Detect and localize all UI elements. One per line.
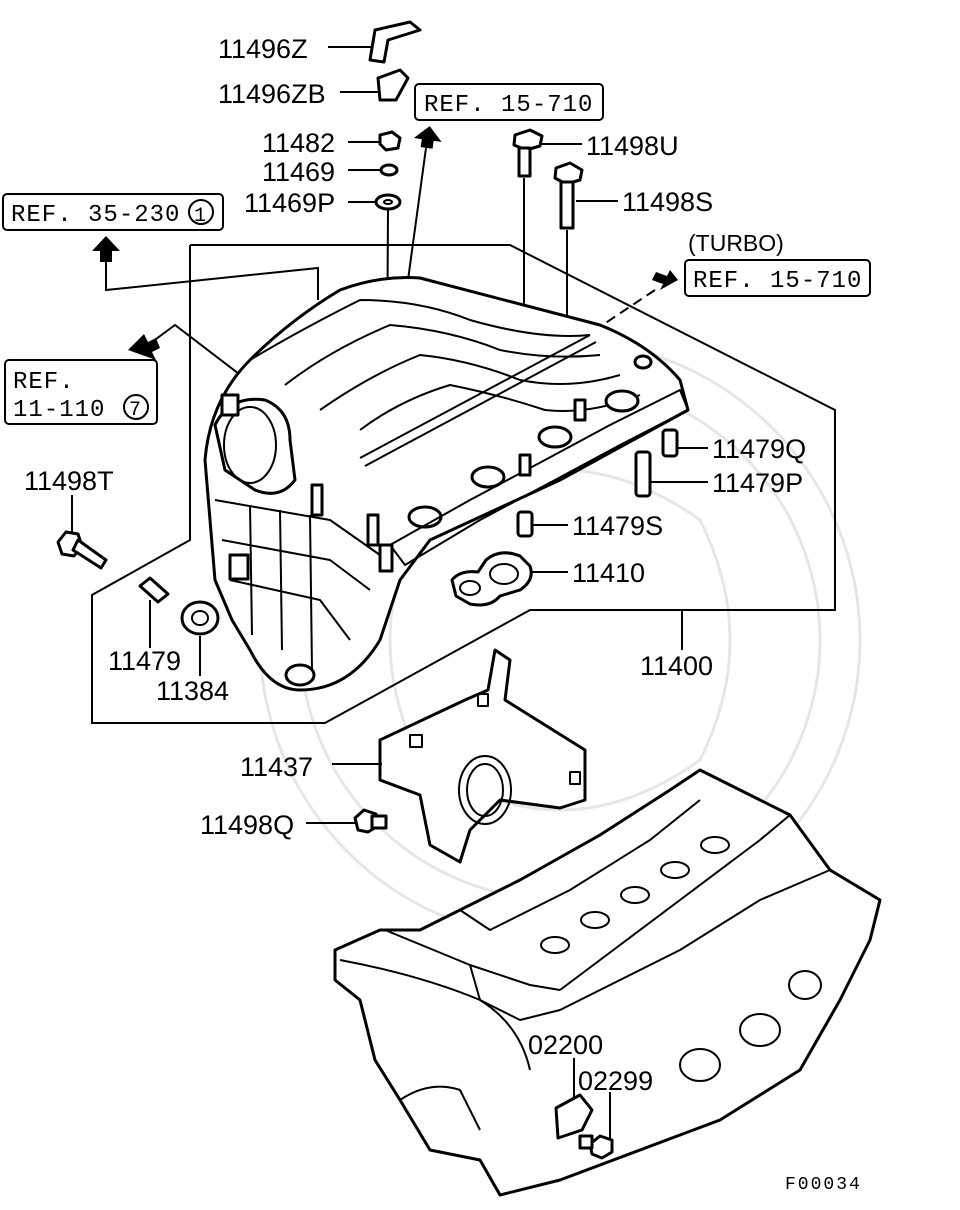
ref-15-710-top: REF. 15-710 [404, 83, 604, 303]
washer-11469p [348, 193, 402, 211]
ref-11-110-circle: 7 [129, 399, 142, 422]
dowel-11479p [634, 450, 708, 498]
label-11496z: 11496Z [218, 34, 308, 64]
bracket-11496zb [340, 68, 410, 102]
nut-11482 [348, 130, 402, 152]
washer-11469 [348, 163, 399, 177]
ref-11-110-line1: REF. [13, 369, 75, 396]
pin-11479 [138, 576, 170, 648]
label-02299: 02299 [578, 1066, 653, 1096]
ref-11-110: REF. 11-110 7 [4, 323, 261, 425]
ref-35-230-circle: 1 [194, 205, 207, 228]
label-11400: 11400 [640, 651, 713, 681]
gasket-11410 [450, 551, 568, 607]
label-11410: 11410 [572, 558, 645, 588]
label-11496zb: 11496ZB [218, 79, 326, 109]
ref-11-110-line2: 11-110 [13, 397, 105, 424]
label-11469p: 11469P [244, 188, 335, 218]
bracket-11496z [328, 20, 422, 64]
label-11479s: 11479S [572, 511, 663, 541]
label-02200: 02200 [528, 1030, 603, 1060]
dowel-11479s [516, 510, 568, 538]
label-11437: 11437 [240, 752, 313, 782]
label-11498u: 11498U [586, 131, 679, 161]
cover-plate-02200 [554, 1058, 594, 1140]
label-11479q: 11479Q [712, 434, 806, 464]
label-11469: 11469 [262, 157, 335, 187]
bracket-11437 [332, 648, 587, 864]
bolt-11498t [56, 495, 108, 570]
cylinder-head [333, 768, 882, 1197]
label-11498t: 11498T [24, 466, 114, 496]
label-11482: 11482 [262, 128, 335, 158]
ref-35-230: REF. 35-230 1 [2, 193, 319, 300]
part-labels: 11496Z 11496ZB 11482 11469 11469P 11498U… [24, 34, 806, 1096]
label-11498s: 11498S [622, 187, 713, 217]
ref-15-710-turbo: (TURBO) REF. 15-710 [579, 230, 871, 341]
bolt-11498q [306, 808, 388, 834]
grommet-11384 [180, 600, 220, 676]
assembly-outline [91, 244, 836, 724]
turbo-note: (TURBO) [688, 230, 784, 256]
diagram-code: F00034 [785, 1175, 862, 1195]
ref-15-710-top-text: REF. 15-710 [424, 92, 593, 119]
label-11479p: 11479P [712, 468, 803, 498]
bolt-02299 [578, 1092, 614, 1160]
ref-35-230-text: REF. 35-230 [11, 202, 180, 229]
dowel-11479q [661, 428, 708, 458]
label-11384: 11384 [156, 676, 229, 706]
label-11498q: 11498Q [200, 810, 294, 840]
intake-manifold [203, 276, 690, 692]
label-11479: 11479 [108, 646, 181, 676]
ref-15-710-turbo-text: REF. 15-710 [693, 268, 862, 295]
